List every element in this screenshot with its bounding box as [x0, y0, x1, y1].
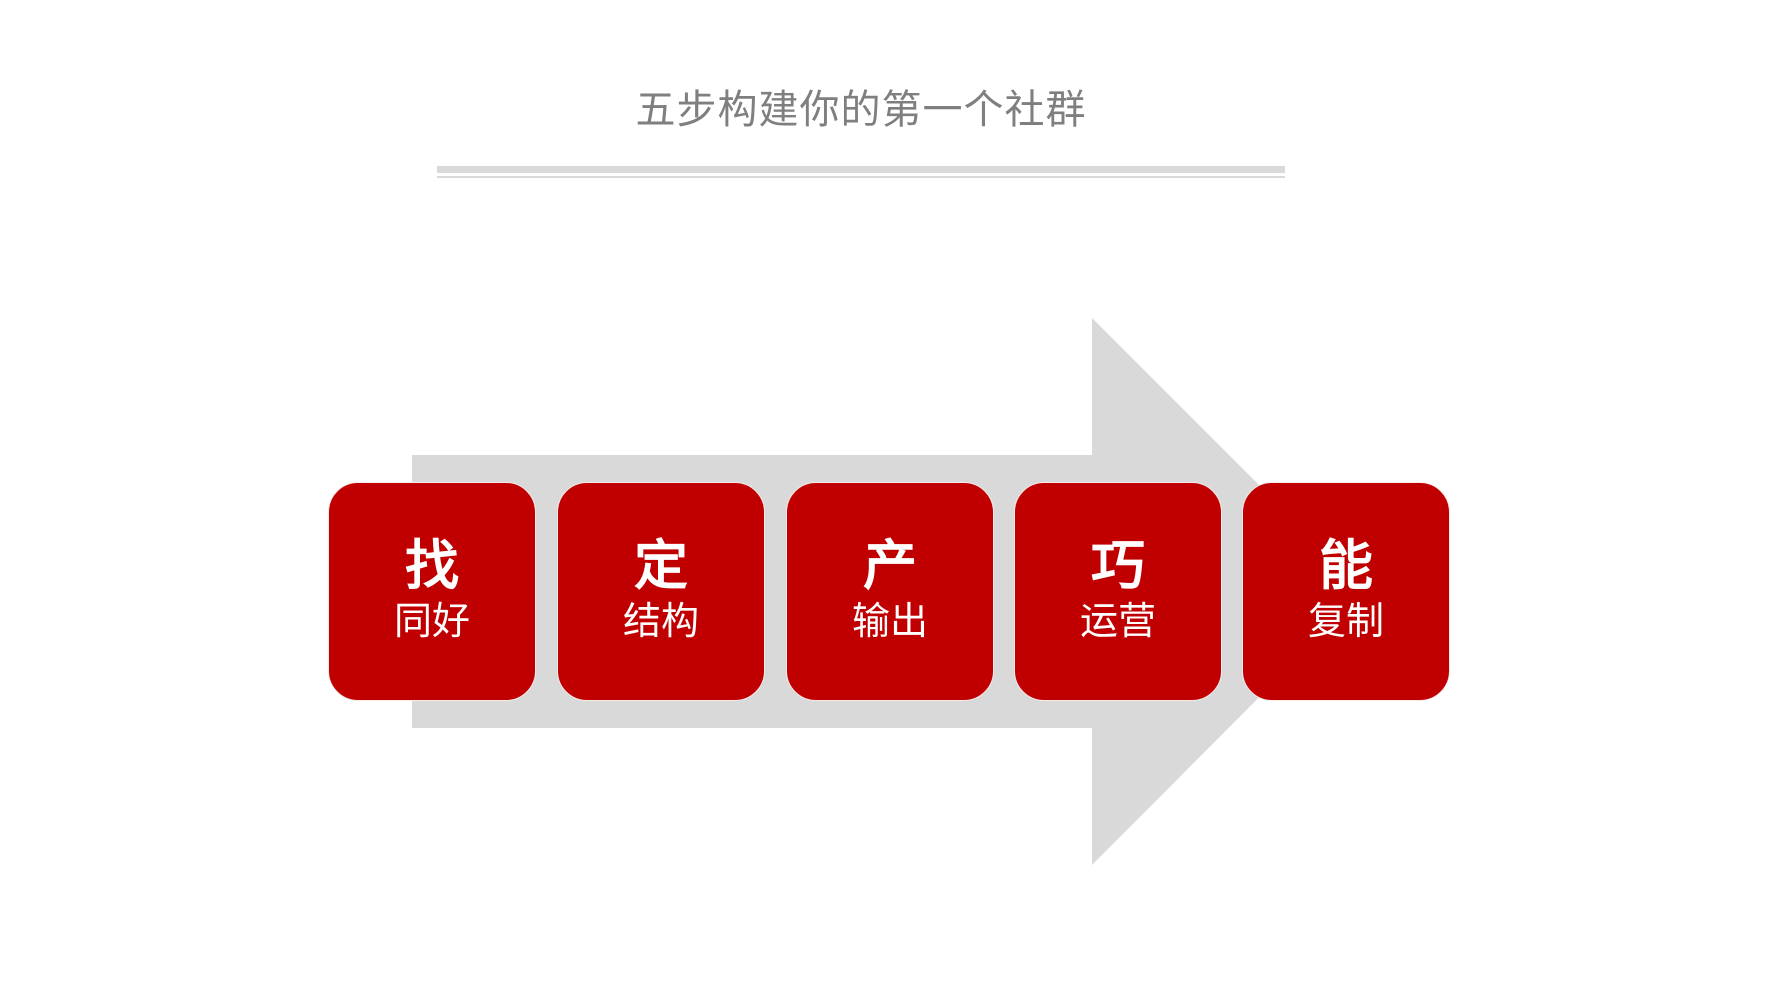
step-1-keyword: 找 [405, 532, 459, 597]
step-5-keyword: 能 [1319, 532, 1373, 597]
step-2-keyword: 定 [634, 532, 688, 597]
step-4-label: 运营 [1079, 598, 1156, 643]
slide-title: 五步构建你的第一个社群 [635, 87, 1087, 133]
step-3-label: 输出 [851, 598, 928, 643]
step-3-card[interactable]: 产 输出 [786, 482, 994, 701]
step-5-card[interactable]: 能 复制 [1242, 482, 1450, 701]
step-2-label: 结构 [622, 598, 699, 643]
step-3-keyword: 产 [863, 532, 917, 597]
step-1-card[interactable]: 找 同好 [328, 482, 536, 701]
title-underline-thin [437, 176, 1285, 178]
step-2-card[interactable]: 定 结构 [557, 482, 765, 701]
step-4-card[interactable]: 巧 运营 [1014, 482, 1222, 701]
step-1-label: 同好 [393, 598, 470, 643]
step-4-keyword: 巧 [1091, 532, 1145, 597]
title-underline-thick [437, 166, 1285, 173]
step-5-label: 复制 [1307, 598, 1384, 643]
